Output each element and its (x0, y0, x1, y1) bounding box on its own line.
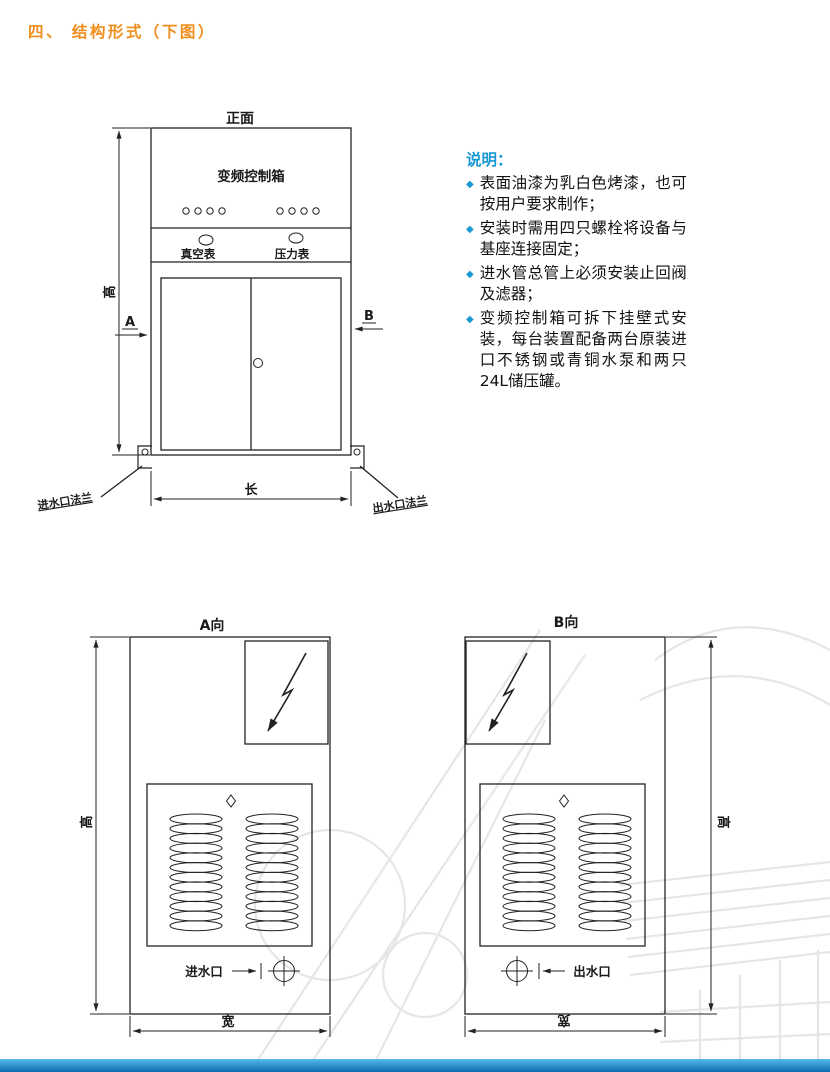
vacuum-gauge-icon (198, 234, 214, 246)
view-b: B向 出水口 高 宽 (464, 614, 731, 1037)
vent-louvers-left (502, 813, 556, 932)
view-b-outlet-label: 出水口 (573, 964, 611, 979)
vent-louvers-right (245, 813, 299, 932)
view-a: A向 进水口 高 宽 (79, 617, 331, 1037)
view-b-width-dim-label: 宽 (557, 1012, 571, 1028)
note-item: ◆ 表面油漆为乳白色烤漆，也可按用户要求制作； (466, 173, 706, 215)
front-length-dim-label: 长 (244, 482, 258, 498)
view-a-height-dim-label: 高 (79, 815, 95, 828)
inlet-flange-symbol (267, 955, 301, 987)
outlet-flange-label: 出水口法兰 (372, 493, 429, 515)
diamond-bullet-icon: ◆ (466, 224, 474, 235)
note-text: 表面油漆为乳白色烤漆，也可按用户要求制作； (479, 174, 687, 213)
view-b-title: B向 (554, 614, 579, 631)
view-a-outline (129, 636, 331, 1015)
view-a-marker: A (125, 315, 135, 330)
electric-panel-box (244, 640, 329, 745)
lock-diamond-icon (225, 794, 237, 808)
note-text: 安装时需用四只螺栓将设备与基座连接固定； (479, 219, 687, 258)
front-view: 正面 变频控制箱 真空表 压力表 A B 高 长 进水口法兰 出水口法兰 (37, 111, 429, 515)
left-foot (137, 445, 152, 469)
control-box-label: 变频控制箱 (217, 168, 285, 185)
inlet-flange-label: 进水口法兰 (37, 490, 94, 512)
note-item: ◆ 进水管总管上必须安装止回阀及滤器； (466, 263, 706, 305)
note-item: ◆ 变频控制箱可拆下挂壁式安装，每台装置配备两台原装进口不锈钢或青铜水泵和两只2… (466, 308, 706, 392)
vent-louvers-left (169, 813, 223, 932)
pressure-gauge-icon (288, 232, 304, 244)
vacuum-gauge-label: 真空表 (181, 247, 216, 261)
front-view-title: 正面 (226, 111, 254, 127)
lock-diamond-icon (558, 794, 570, 808)
view-a-inlet-label: 进水口 (185, 964, 223, 979)
diamond-bullet-icon: ◆ (466, 179, 474, 190)
diamond-bullet-icon: ◆ (466, 269, 474, 280)
notes-panel: 说明： ◆ 表面油漆为乳白色烤漆，也可按用户要求制作； ◆ 安装时需用四只螺栓将… (466, 148, 706, 395)
electric-panel-box (465, 640, 551, 745)
front-view-dimensions (112, 127, 383, 506)
diamond-bullet-icon: ◆ (466, 314, 474, 325)
footer-bar (0, 1059, 830, 1072)
view-a-dimensions (90, 636, 331, 1037)
view-a-title: A向 (200, 617, 225, 634)
front-view-outline (100, 127, 399, 499)
view-b-marker: B (364, 309, 374, 324)
lightning-bolt-icon (489, 653, 527, 731)
outlet-flange-symbol (500, 955, 534, 987)
front-height-dim-label: 高 (102, 285, 118, 298)
outlet-leader-line (359, 465, 399, 499)
watermark-lineart (249, 626, 830, 1072)
pressure-gauge-label: 压力表 (275, 247, 310, 261)
indicator-lights (182, 207, 320, 215)
view-b-dimensions (464, 636, 717, 1037)
notes-heading: 说明： (466, 151, 513, 169)
door-handle (253, 358, 263, 368)
note-text: 进水管总管上必须安装止回阀及滤器； (479, 264, 687, 303)
vent-louvers-right (578, 813, 632, 932)
note-item: ◆ 安装时需用四只螺栓将设备与基座连接固定； (466, 218, 706, 260)
section-header: 四、 结构形式（下图） (28, 20, 216, 42)
note-text: 变频控制箱可拆下挂壁式安装，每台装置配备两台原装进口不锈钢或青铜水泵和两只24L… (479, 309, 687, 390)
inlet-leader-line (100, 465, 143, 498)
view-b-height-dim-label: 高 (715, 815, 731, 828)
lightning-bolt-icon (268, 653, 306, 731)
section-title: 四、 结构形式（下图） (28, 23, 216, 41)
view-b-outline (464, 636, 666, 1015)
right-foot (350, 445, 365, 469)
view-a-width-dim-label: 宽 (220, 1014, 234, 1030)
